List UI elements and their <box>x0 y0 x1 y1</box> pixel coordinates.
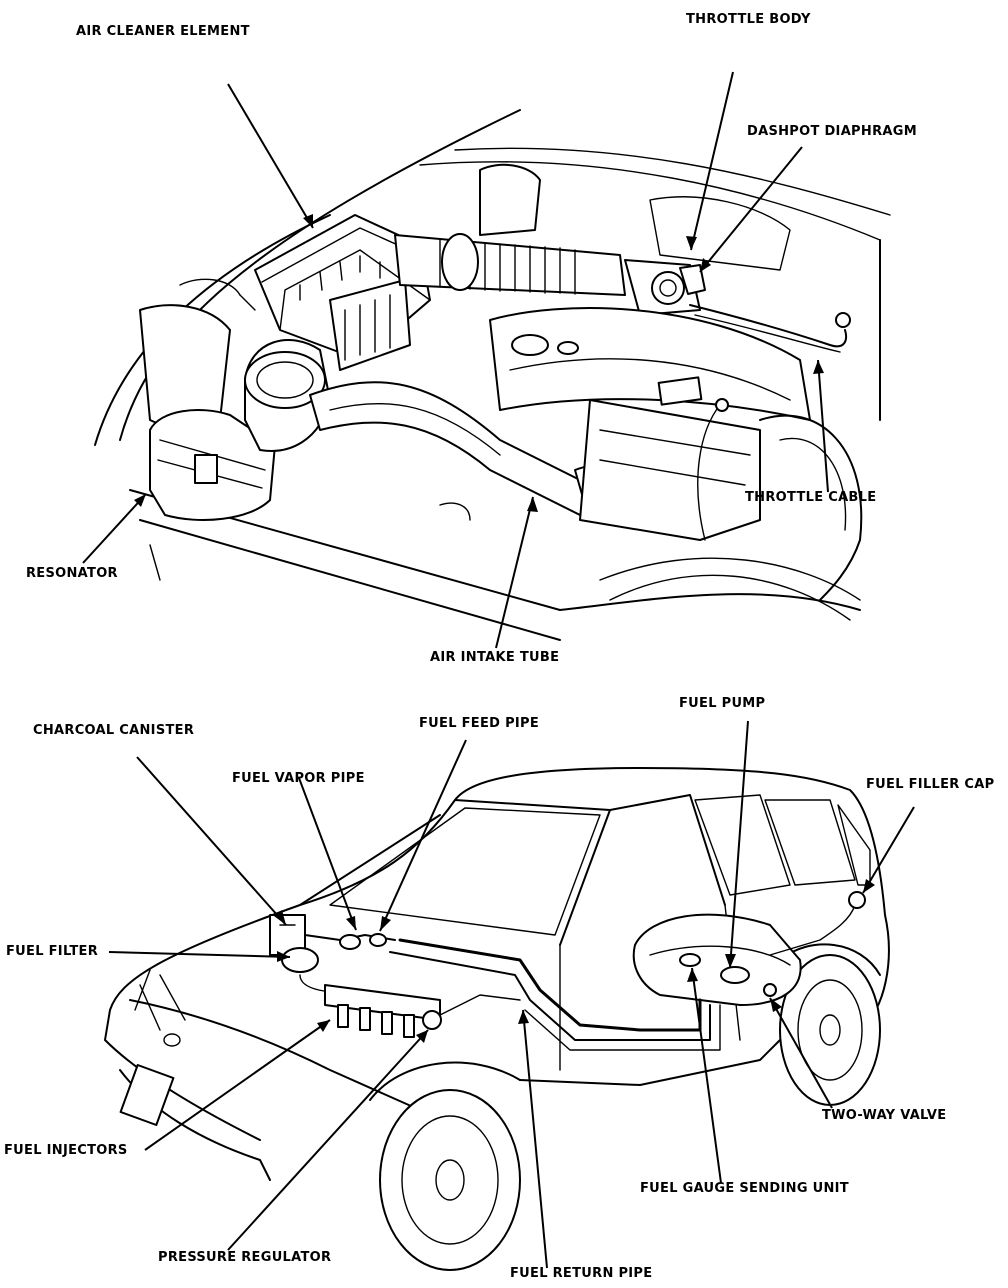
label-fuel-pump: FUEL PUMP <box>679 696 766 711</box>
leader-fuel-gauge-sending-unit <box>691 967 722 1184</box>
label-fuel-injectors: FUEL INJECTORS <box>4 1143 128 1158</box>
dashpot <box>679 264 706 295</box>
label-air-cleaner-element: AIR CLEANER ELEMENT <box>76 24 250 39</box>
label-fuel-gauge-sending-unit: FUEL GAUGE SENDING UNIT <box>640 1181 849 1196</box>
label-dashpot-diaphragm: DASHPOT DIAPHRAGM <box>747 124 917 139</box>
label-fuel-filter: FUEL FILTER <box>6 944 99 959</box>
leader-charcoal-canister <box>136 756 287 926</box>
throttle-cable <box>689 304 848 348</box>
leader-resonator <box>82 493 147 564</box>
leader-fuel-filter <box>108 951 291 958</box>
label-fuel-return-pipe: FUEL RETURN PIPE <box>510 1266 653 1281</box>
engine-block <box>579 399 761 541</box>
two-way-valve <box>763 983 777 997</box>
label-air-intake-tube: AIR INTAKE TUBE <box>430 650 560 665</box>
license-plate <box>119 1064 175 1126</box>
fuel-filler-cap <box>848 891 866 909</box>
label-pressure-regulator: PRESSURE REGULATOR <box>158 1250 332 1265</box>
fuel-filter <box>281 947 319 973</box>
label-fuel-feed-pipe: FUEL FEED PIPE <box>419 716 540 731</box>
fuel-tank <box>632 913 802 1006</box>
fuel-return-line <box>389 951 711 1041</box>
hood-edge-line <box>119 109 521 441</box>
leader-fuel-pump <box>729 720 749 969</box>
fuel-injector-1 <box>337 1004 349 1028</box>
label-throttle-body: THROTTLE BODY <box>686 12 811 27</box>
label-two-way-valve: TWO-WAY VALVE <box>822 1108 947 1123</box>
leader-air-intake-tube <box>495 496 534 649</box>
fuel-injector-3 <box>381 1011 393 1035</box>
leader-air-cleaner-element <box>227 83 314 229</box>
leader-fuel-injectors <box>144 1019 331 1151</box>
leader-fuel-feed-pipe <box>379 739 467 932</box>
label-fuel-vapor-pipe: FUEL VAPOR PIPE <box>232 771 365 786</box>
label-fuel-filler-cap: FUEL FILLER CAP <box>866 777 995 792</box>
leader-dashpot-diaphragm <box>699 146 803 273</box>
label-throttle-cable: THROTTLE CABLE <box>745 490 877 505</box>
leader-fuel-return-pipe <box>522 1009 548 1269</box>
leader-throttle-cable <box>817 359 829 493</box>
pressure-regulator <box>422 1010 442 1030</box>
leader-two-way-valve <box>769 997 833 1109</box>
label-charcoal-canister: CHARCOAL CANISTER <box>33 723 195 738</box>
label-resonator: RESONATOR <box>26 566 118 581</box>
windshield <box>329 807 601 936</box>
leader-pressure-regulator <box>227 1029 429 1251</box>
fuel-injector-2 <box>359 1007 371 1031</box>
fuel-gauge-sending-unit <box>679 953 701 967</box>
fuel-pump <box>720 966 750 984</box>
fuel-injector-4 <box>403 1014 415 1038</box>
leader-throttle-body <box>690 71 734 251</box>
leader-fuel-filler-cap <box>862 806 915 894</box>
front-wheel <box>379 1089 521 1271</box>
leader-fuel-vapor-pipe <box>298 777 357 931</box>
